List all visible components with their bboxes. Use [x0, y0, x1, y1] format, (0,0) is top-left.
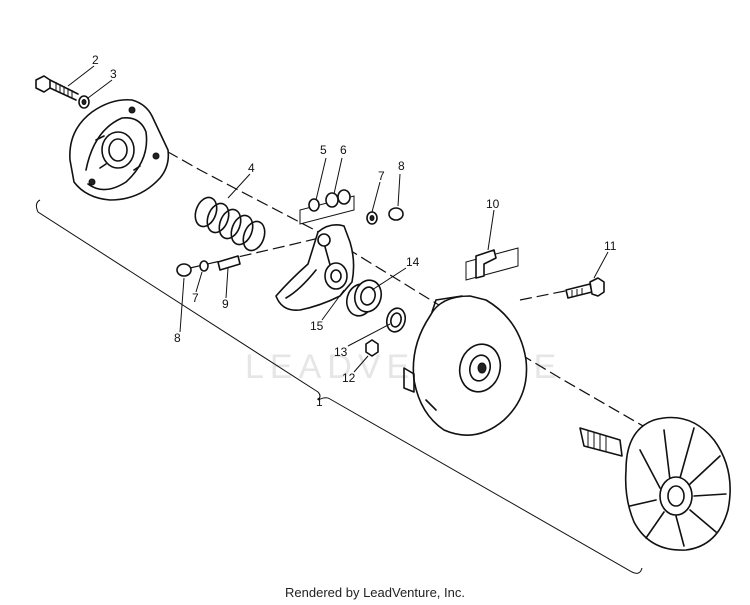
part-4-spring	[194, 196, 266, 252]
part-15-spider-arm	[275, 224, 355, 312]
part-fixed-sheave-fan	[579, 416, 731, 551]
leader-lines	[67, 65, 609, 373]
part-movable-sheave	[403, 295, 528, 436]
callout-1: 1	[316, 395, 323, 409]
part-13-ring	[385, 307, 407, 333]
part-2-bolt	[35, 75, 79, 101]
callout-3: 3	[110, 67, 117, 81]
part-8-cap-right	[388, 207, 404, 221]
part-cover-plate	[69, 98, 170, 201]
part-5-6-roller-set	[299, 189, 355, 225]
part-7-washer-left	[199, 260, 209, 272]
bolt-axis	[519, 289, 571, 301]
part-3-washer	[78, 95, 90, 109]
callout-13: 13	[334, 345, 348, 359]
callout-5: 5	[320, 143, 327, 157]
assembly-bracket	[35, 199, 643, 574]
callout-10: 10	[486, 197, 500, 211]
callout-9: 9	[222, 297, 229, 311]
callout-6: 6	[340, 143, 347, 157]
callout-15: 15	[310, 319, 324, 333]
part-10-weight-set	[465, 247, 519, 281]
part-14-bushing	[345, 279, 383, 317]
part-8-cap-left	[176, 263, 192, 277]
part-9-pin	[217, 255, 241, 271]
center-axis	[107, 117, 651, 431]
part-11-bolt	[565, 277, 605, 299]
callout-4: 4	[248, 161, 255, 175]
callout-8-right: 8	[398, 159, 405, 173]
callout-12: 12	[342, 371, 356, 385]
callout-2: 2	[92, 53, 99, 67]
callout-7-right: 7	[378, 169, 385, 183]
footer-credit: Rendered by LeadVenture, Inc.	[285, 585, 465, 600]
part-7-washer-right	[366, 211, 378, 225]
part-12-nut	[365, 339, 379, 357]
callout-11: 11	[604, 239, 617, 253]
callout-14: 14	[406, 255, 420, 269]
callout-7-left: 7	[192, 291, 199, 305]
callout-8-left: 8	[174, 331, 181, 345]
